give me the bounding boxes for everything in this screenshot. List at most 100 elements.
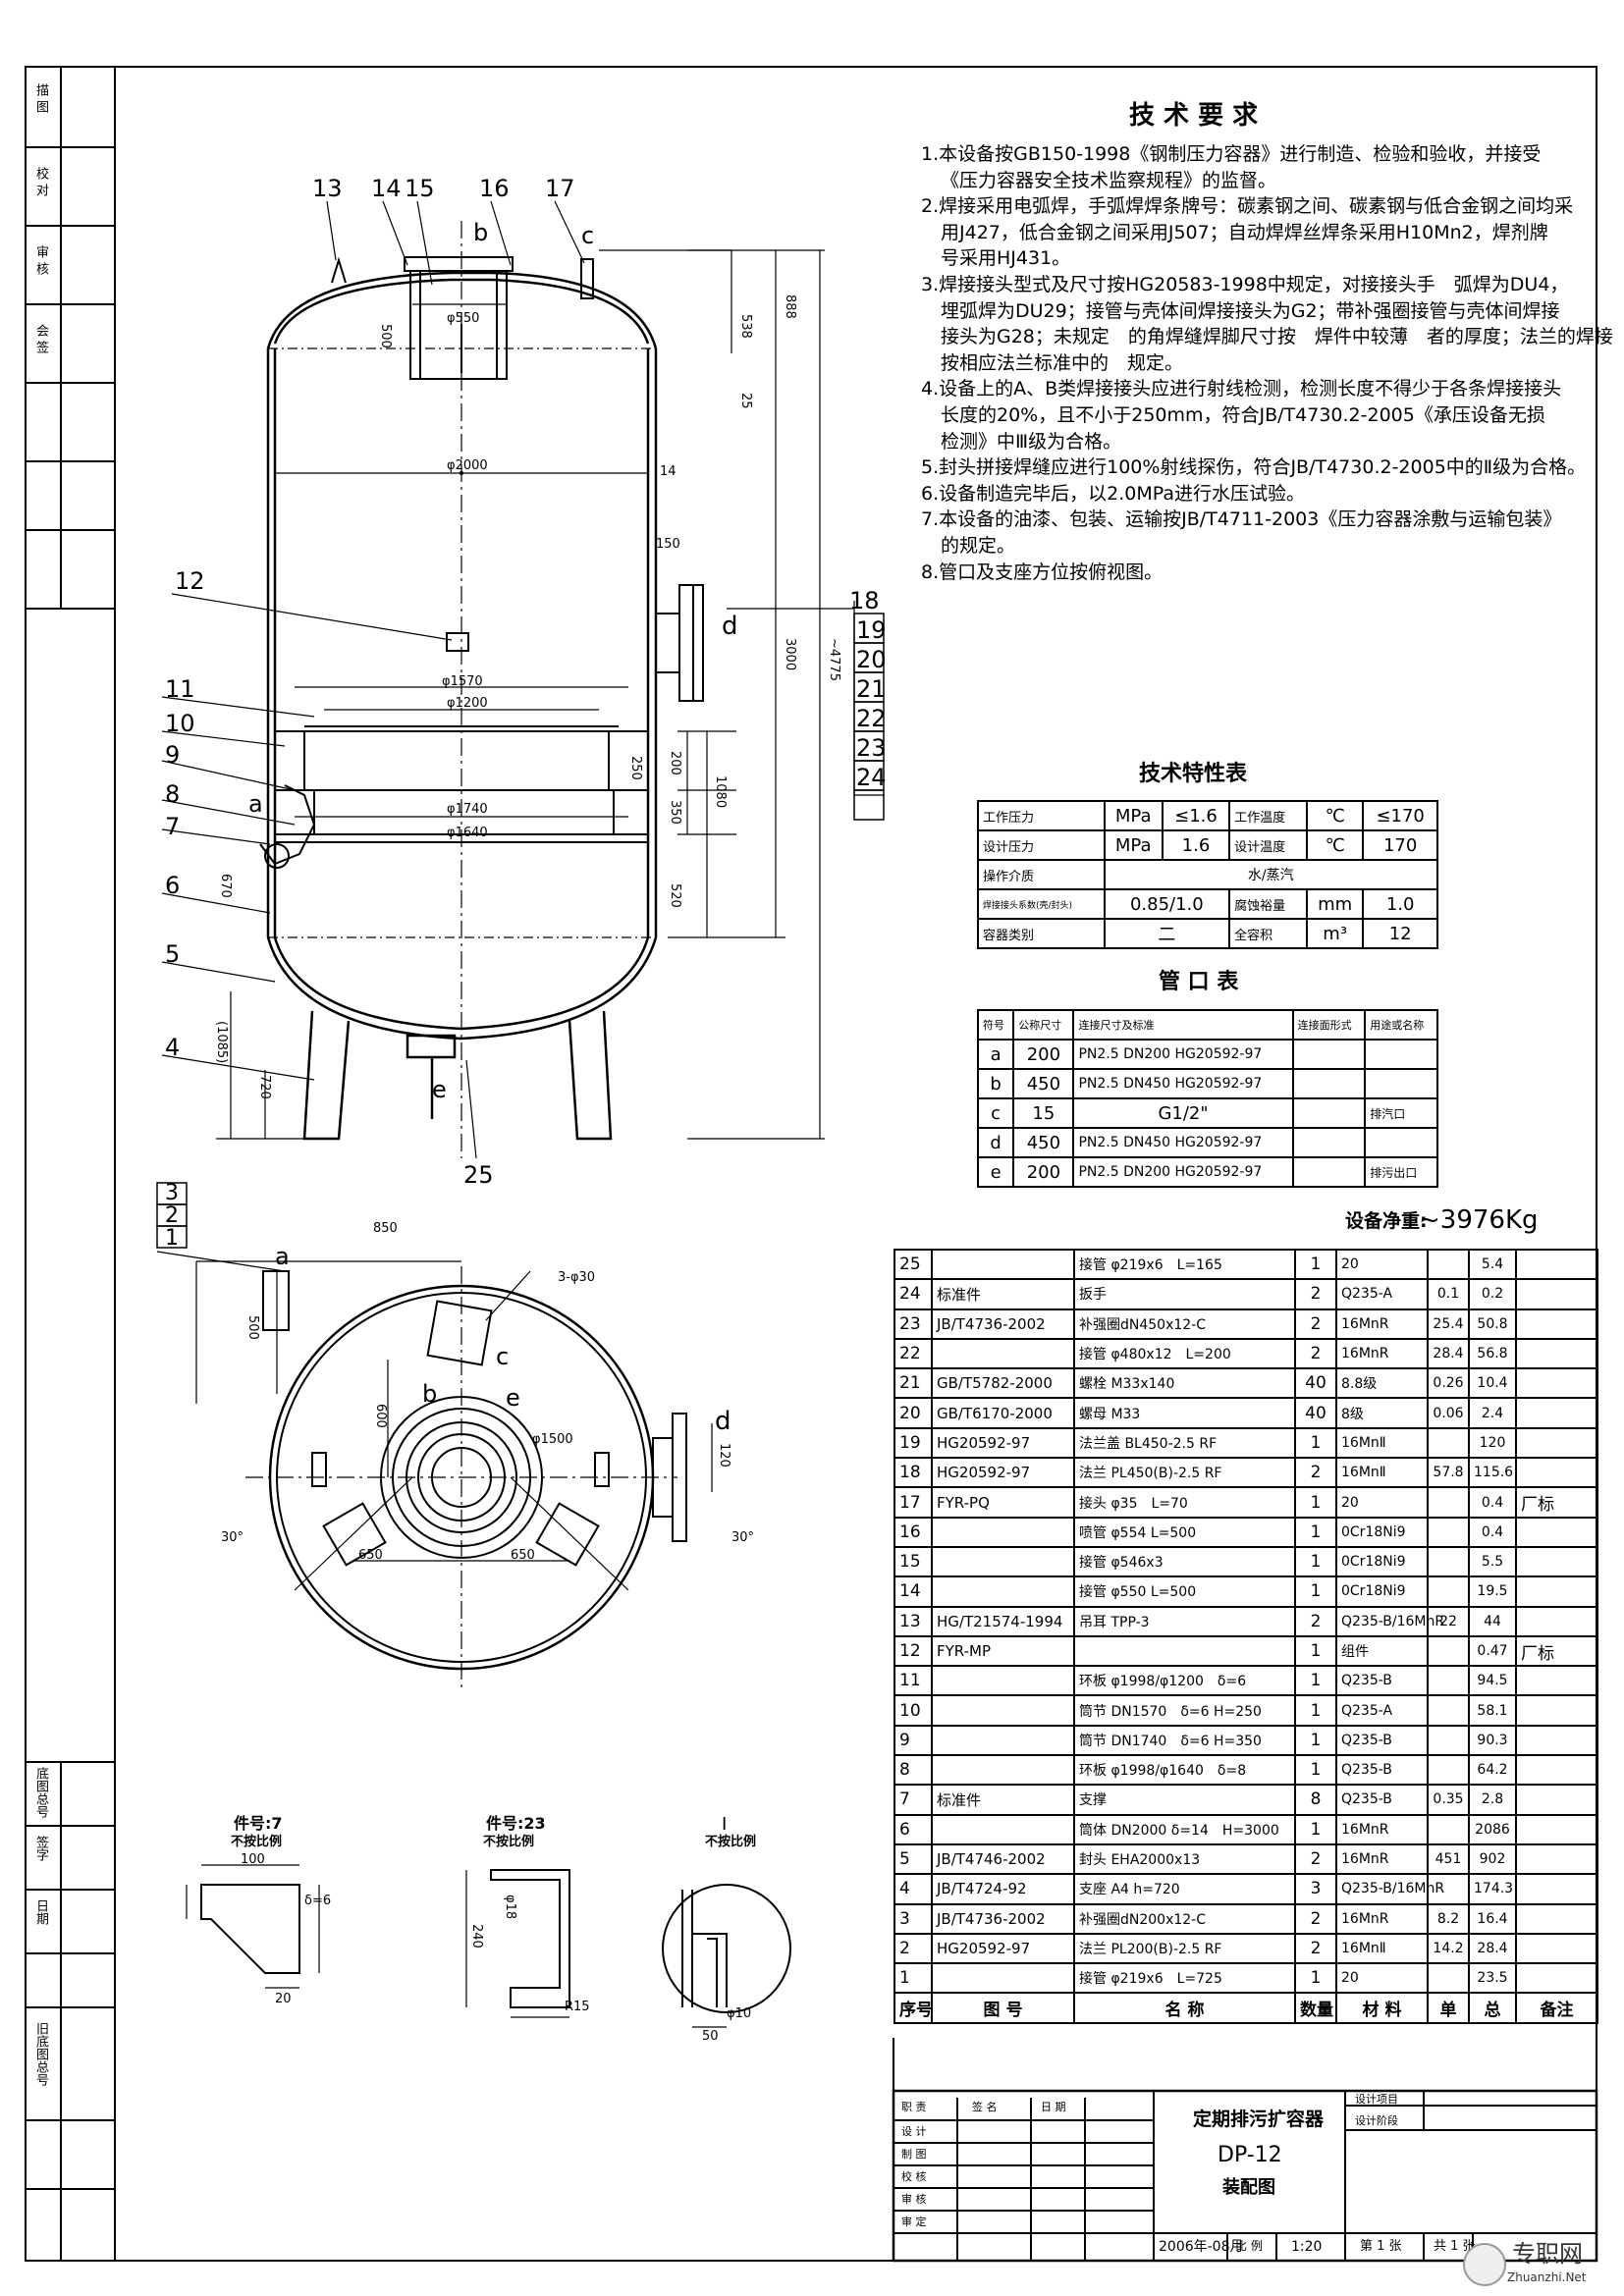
dim-ang30a: 30° [221, 1530, 244, 1545]
table-cell: 支座 A4 h=720 [1073, 1873, 1296, 1905]
detail23-scale: 不按比例 [483, 1835, 535, 1849]
tb-right-label: 设计项目 [1355, 2093, 1398, 2106]
table-cell: 腐蚀裕量 [1228, 888, 1309, 920]
table-cell: 1 [1294, 1516, 1337, 1548]
table-cell [1515, 1575, 1598, 1608]
table-cell: 15 [1012, 1097, 1075, 1129]
tech-req-line: 6.设备制造完毕后，以2.0MPa进行水压试验。 [921, 482, 1305, 505]
dim-d18: φ18 [503, 1895, 517, 1920]
table-cell [1427, 1426, 1470, 1460]
table-cell: 16MnR [1335, 1902, 1429, 1935]
table-cell [1515, 1932, 1598, 1965]
drawing-type: 装配图 [1222, 2177, 1275, 2198]
table-header: 数量 [1294, 1992, 1337, 2024]
callout-9: 9 [165, 741, 181, 769]
table-cell: 1 [1294, 1694, 1337, 1727]
table-cell: 56.8 [1468, 1337, 1517, 1370]
side-label: 校 对 [33, 167, 48, 197]
nozzle-letter-c: c [581, 222, 595, 249]
table-cell [1364, 1039, 1438, 1070]
table-cell: 补强圈dN450x12-C [1073, 1308, 1296, 1340]
table-cell: 16.4 [1468, 1902, 1517, 1935]
dim-d50: 50 [702, 2029, 719, 2044]
watermark-url: Zhuanzhi.Net [1507, 2270, 1587, 2284]
table-cell [1427, 1486, 1470, 1519]
table-cell: 排污出口 [1364, 1156, 1438, 1188]
table-cell: 10.4 [1468, 1367, 1517, 1400]
table-cell: 封头 EHA2000x13 [1073, 1842, 1296, 1876]
callout-12: 12 [175, 567, 205, 595]
table-cell: Q235-A [1335, 1278, 1429, 1310]
detailI-title: Ⅰ [722, 1814, 728, 1835]
detail7-scale: 不按比例 [231, 1835, 283, 1849]
table-cell: 2 [1294, 1605, 1337, 1637]
lifting-lug [331, 256, 347, 284]
table-cell: 1.0 [1362, 888, 1438, 920]
table-cell: 16MnⅡ [1335, 1457, 1429, 1489]
dim-top500: 500 [245, 1315, 260, 1340]
table-cell: JB/T4746-2002 [931, 1842, 1075, 1876]
top-letter-a: a [275, 1243, 290, 1270]
table-cell: ≤1.6 [1161, 800, 1231, 831]
table-cell: 接管 φ480x12 L=200 [1073, 1337, 1296, 1370]
table-cell: 接管 φ219x6 L=165 [1073, 1248, 1296, 1281]
side-label: 描 图 [33, 83, 48, 114]
table-cell [1515, 1902, 1598, 1935]
dim-top650b: 650 [511, 1548, 535, 1563]
table-cell: 40 [1294, 1397, 1337, 1429]
table-cell [1515, 1545, 1598, 1578]
dim-h350: 350 [668, 800, 682, 825]
table-cell: 2 [1294, 1308, 1337, 1340]
top-letter-e: e [506, 1384, 520, 1412]
table-cell [931, 1724, 1075, 1757]
callout-23: 23 [856, 734, 887, 762]
table-cell: 0.06 [1427, 1397, 1470, 1429]
table-cell [1427, 1724, 1470, 1757]
table-cell [931, 1516, 1075, 1548]
table-cell: 2 [1294, 1337, 1337, 1370]
callout-6: 6 [165, 872, 181, 899]
table-cell [1427, 1634, 1470, 1668]
table-cell: 连接尺寸及标准 [1072, 1009, 1294, 1041]
tech-req-line: 按相应法兰标准中的 规定。 [941, 351, 1184, 374]
callout-18: 18 [849, 587, 880, 614]
table-cell: 0.2 [1468, 1278, 1517, 1310]
table-cell: 1 [1294, 1665, 1337, 1697]
table-cell: 标准件 [931, 1784, 1075, 1816]
table-cell: G1/2" [1072, 1097, 1294, 1129]
side-label: 签字 [33, 1836, 48, 1861]
side-label: 旧底图总号 [33, 2022, 48, 2086]
table-cell: 0.35 [1427, 1784, 1470, 1816]
table-cell [1515, 1248, 1598, 1281]
level-item-12 [446, 632, 469, 652]
tb-col-label: 日 期 [1041, 2101, 1066, 2113]
tech-req-line: 号采用HJ431。 [941, 247, 1071, 270]
table-cell: 操作介质 [977, 859, 1106, 890]
table-header: 总 [1468, 1992, 1517, 2024]
tech-req-list: 1.本设备按GB150-1998《钢制压力容器》进行制造、检验和验收，并接受 《… [921, 141, 1613, 585]
table-cell: 法兰 PL450(B)-2.5 RF [1073, 1457, 1296, 1489]
table-cell [1073, 1634, 1296, 1668]
table-cell: 2 [1294, 1902, 1337, 1935]
table-cell [931, 1754, 1075, 1787]
table-cell: 14.2 [1427, 1932, 1470, 1965]
tb-label: 审 核 [901, 2193, 927, 2206]
table-cell: Q235-B [1335, 1784, 1429, 1816]
table-cell [1427, 1873, 1470, 1905]
table-cell: 1 [1294, 1545, 1337, 1578]
table-cell: 40 [1294, 1367, 1337, 1400]
tech-req-line: 7.本设备的油漆、包装、运输按JB/T4711-2003《压力容器涂敷与运输包装… [921, 508, 1562, 531]
table-cell: 20 [1335, 1962, 1429, 1995]
table-cell [1515, 1842, 1598, 1876]
dim-d6: δ=6 [304, 1894, 332, 1908]
nozzle-letter-d: d [722, 612, 738, 641]
table-cell: 20 [1335, 1248, 1429, 1281]
tech-req-line: 8.管口及支座方位按俯视图。 [921, 561, 1164, 583]
